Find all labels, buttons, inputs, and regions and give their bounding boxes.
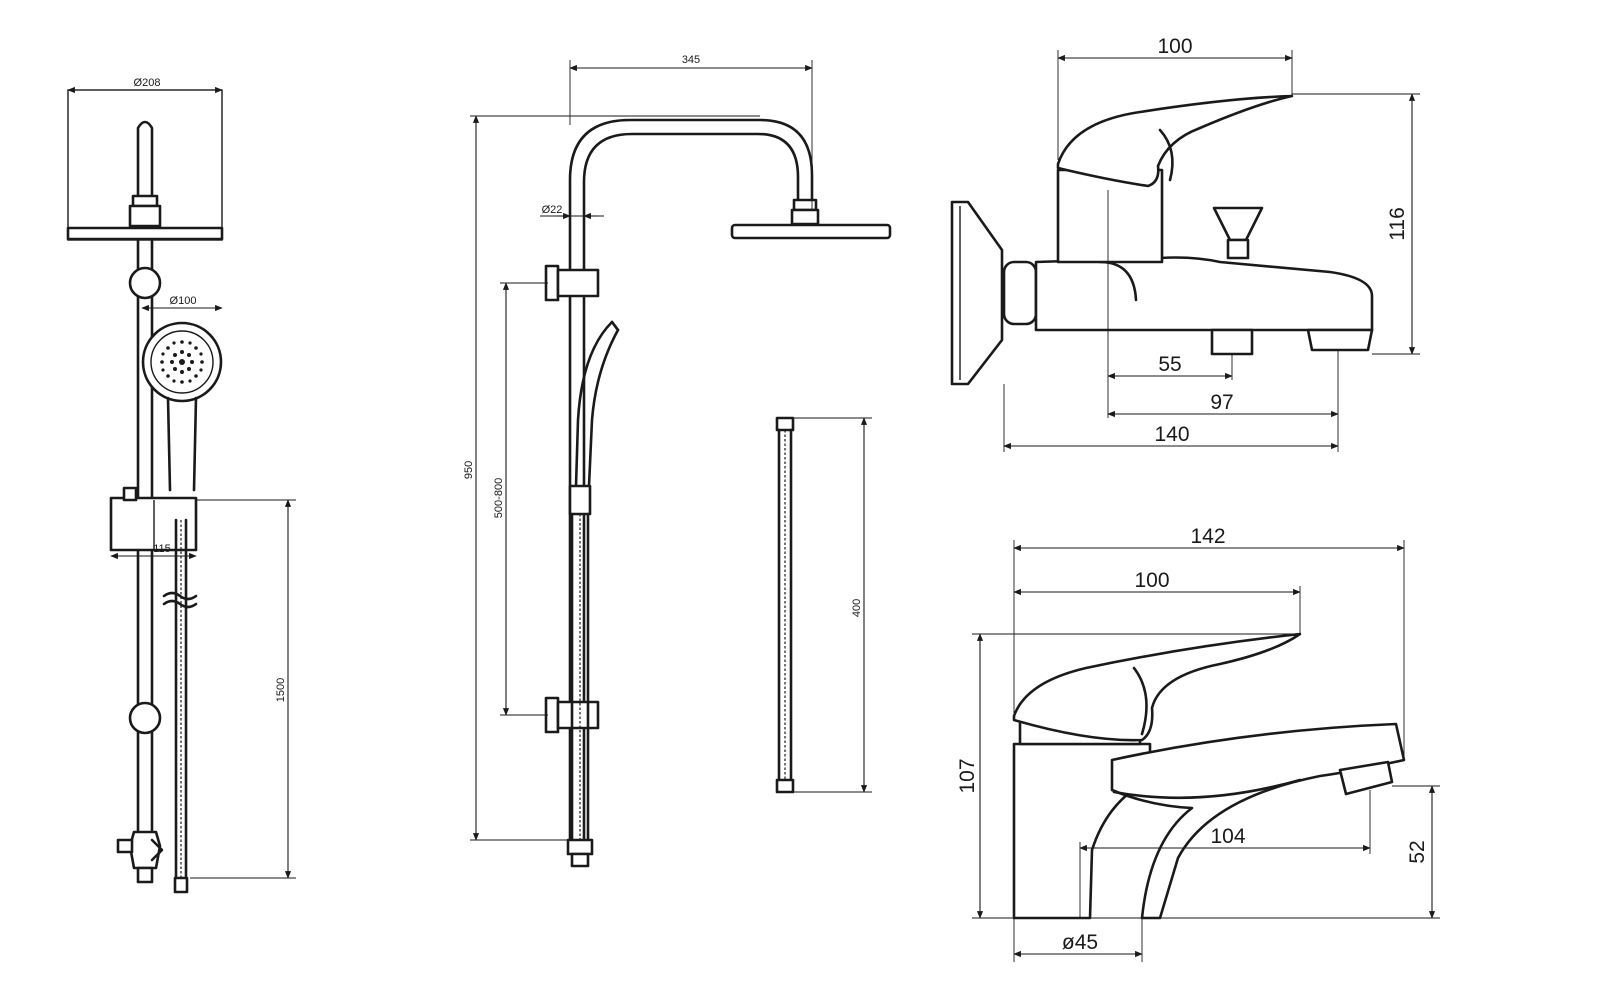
dim-basin-reach: 104 bbox=[1210, 825, 1245, 848]
upper-bracket-clamp bbox=[556, 268, 600, 298]
hand-shower-tip bbox=[610, 320, 620, 332]
spout-underline bbox=[1112, 778, 1302, 800]
dim-bath-height: 116 bbox=[1386, 207, 1409, 240]
shower-set-side-view: 345 950 Ø22 500-800 bbox=[463, 54, 892, 868]
hose-bottom-nut bbox=[775, 778, 795, 794]
dim-bath-lever: 100 bbox=[1157, 35, 1192, 58]
basin-lever-detail bbox=[1132, 666, 1148, 736]
diverter-knob bbox=[116, 838, 134, 854]
dim-hose400: 400 bbox=[851, 599, 863, 617]
dim-bath-97: 97 bbox=[1210, 391, 1233, 414]
lower-wall-bracket bbox=[128, 701, 162, 735]
dim-total-height: 950 bbox=[463, 461, 475, 479]
dim-head-diameter: Ø208 bbox=[134, 77, 161, 89]
slider-knob bbox=[122, 486, 138, 502]
shower-arm bbox=[136, 120, 154, 198]
lower-bracket-clamp bbox=[556, 700, 600, 730]
column-outer bbox=[568, 118, 814, 842]
dim-basin-total: 142 bbox=[1190, 525, 1225, 548]
arm-connector bbox=[131, 194, 159, 208]
head-connector bbox=[128, 204, 162, 228]
shower-set-front-view: Ø208 Ø100 115 1500 bbox=[66, 77, 296, 894]
bath-spout bbox=[1306, 328, 1374, 352]
hand-shower-face bbox=[150, 330, 214, 394]
dim-basin-height: 107 bbox=[956, 758, 979, 793]
wall-flange bbox=[950, 200, 1004, 386]
column-inner bbox=[582, 132, 800, 842]
hand-shower-holder-side bbox=[568, 484, 592, 516]
shower-outlet bbox=[1210, 328, 1254, 356]
dim-holder-width: 115 bbox=[153, 543, 171, 555]
basin-mixer: 142 100 107 104 52 ø45 bbox=[956, 525, 1440, 962]
break-symbol bbox=[162, 591, 198, 609]
dim-hose-length: 1500 bbox=[275, 678, 287, 702]
diverter-body bbox=[128, 830, 162, 870]
diverter-knob-top bbox=[1212, 206, 1264, 242]
mixer-body bbox=[1034, 256, 1374, 332]
hand-shower-nozzles bbox=[160, 340, 204, 384]
dim-bath-55: 55 bbox=[1158, 353, 1181, 376]
bottom-nut bbox=[566, 838, 594, 856]
dim-basin-spout-height: 52 bbox=[1406, 840, 1429, 863]
bottom-fitting bbox=[570, 852, 590, 868]
dim-bracket-spacing: 500-800 bbox=[493, 478, 505, 518]
dim-basin-base: ø45 bbox=[1062, 931, 1098, 954]
connector-nut bbox=[1002, 260, 1038, 326]
dim-arm-reach: 345 bbox=[682, 54, 700, 66]
hose-top-nut bbox=[775, 416, 795, 432]
head-swivel bbox=[790, 208, 820, 226]
lever-detail bbox=[1158, 128, 1174, 182]
basin-spout bbox=[1110, 722, 1406, 920]
basin-lever bbox=[1012, 632, 1302, 742]
diverter-stem bbox=[1226, 238, 1250, 260]
dim-pipe-diameter: Ø22 bbox=[542, 204, 563, 216]
overhead-shower-side bbox=[730, 223, 892, 240]
dim-basin-lever: 100 bbox=[1134, 569, 1169, 592]
upper-wall-bracket bbox=[128, 266, 162, 300]
mixer-lever bbox=[1056, 94, 1294, 188]
dim-bath-140: 140 bbox=[1154, 423, 1189, 446]
hose-nut bbox=[173, 876, 189, 894]
flexible-hose: 400 bbox=[775, 416, 872, 794]
aerator bbox=[1338, 760, 1394, 796]
hand-shower-side bbox=[574, 320, 620, 488]
hand-shower-handle bbox=[166, 396, 198, 492]
arm-end-connector bbox=[792, 198, 818, 212]
bath-mixer: 100 116 55 97 140 bbox=[950, 35, 1420, 452]
diverter-arrow bbox=[150, 838, 164, 862]
inlet-fitting bbox=[136, 866, 154, 884]
overhead-shower-head bbox=[66, 226, 224, 241]
dim-hand-shower-diameter: Ø100 bbox=[170, 295, 197, 307]
